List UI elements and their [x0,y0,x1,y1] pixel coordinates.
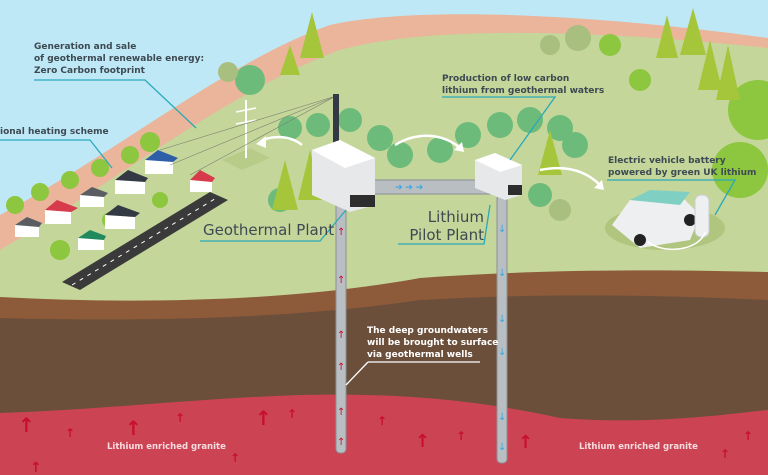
lithium-plant-building [475,153,522,200]
generation-label-line1: Generation and sale [34,42,137,52]
svg-text:↓: ↓ [498,442,506,453]
svg-text:↑: ↑ [720,447,730,461]
svg-text:↑: ↑ [230,451,240,465]
production-label-line1: Production of low carbon [442,74,570,84]
lithium-plant-label-line2: Pilot Plant [409,226,484,244]
production-label-line2: lithium from geothermal waters [442,86,605,96]
svg-text:↑: ↑ [125,416,142,440]
groundwaters-label: The deep groundwaters will be brought to… [367,325,498,361]
svg-text:↑: ↑ [337,275,345,286]
svg-text:↑: ↑ [18,413,35,437]
ev-label-line1: Electric vehicle battery [608,156,726,166]
callout-line-production [442,96,557,161]
chimney-icon [333,94,339,154]
svg-text:↑: ↑ [337,407,345,418]
svg-text:➔ ➔ ➔: ➔ ➔ ➔ [395,183,424,193]
geothermal-plant-building [312,94,375,212]
svg-text:↑: ↑ [337,227,345,238]
callout-line-ev [607,179,737,216]
svg-text:↑: ↑ [175,411,185,425]
granite-label-right: Lithium enriched granite [579,442,698,452]
svg-text:↓: ↓ [498,314,506,325]
generation-label-line3: Zero Carbon footprint [34,66,145,76]
power-pylon-icon [159,95,337,176]
svg-text:↓: ↓ [498,268,506,279]
callout-line-geothermal [200,209,347,242]
ev-label-line2: powered by green UK lithium [608,168,757,178]
production-label: Production of low carbon lithium from ge… [442,73,604,97]
svg-text:↑: ↑ [377,414,387,428]
callout-lines [0,79,737,245]
lithium-plant-label: Lithium Pilot Plant [398,208,484,244]
svg-text:↓: ↓ [498,347,506,358]
cold-water-arrows: ↓ ↓ ↓ ↓ ↓ ↓ [498,224,506,453]
callout-line-lithium [398,204,491,245]
callout-line-heating [0,139,113,169]
granite-layer [0,394,768,475]
svg-text:↓: ↓ [498,412,506,423]
geothermal-plant-label: Geothermal Plant [203,221,335,239]
charging-station-icon [647,194,710,250]
road [62,192,228,290]
lithium-plant-label-line1: Lithium [427,208,484,226]
generation-label-line2: of geothermal renewable energy: [34,54,205,64]
groundwaters-label-line3: via geothermal wells [367,350,473,360]
svg-text:↓: ↓ [498,224,506,235]
groundwaters-label-line1: The deep groundwaters [367,326,488,336]
svg-text:↑: ↑ [337,330,345,341]
trees [6,8,768,260]
groundwaters-label-line2: will be brought to surface [367,338,499,348]
houses [15,150,215,250]
ev-label: Electric vehicle battery powered by gree… [608,155,756,179]
generation-label: Generation and sale of geothermal renewa… [34,41,204,77]
svg-text:↑: ↑ [743,429,753,443]
svg-text:↑: ↑ [337,362,345,373]
flow-arrows [256,134,604,190]
svg-text:↑: ↑ [255,406,272,430]
callout-line-groundwaters-diag [345,361,369,386]
svg-text:↑: ↑ [30,460,42,475]
heat-arrows: ↑ ↑ ↑ ↑ ↑ ↑ ↑ ↑ ↑ ↑ ↑ ↑ ↑ ↑ [18,406,753,475]
svg-text:↑: ↑ [415,431,430,452]
svg-text:↑: ↑ [65,426,75,440]
heating-scheme-label: ional heating scheme [0,127,109,137]
svg-text:↑: ↑ [337,437,345,448]
hot-water-arrows: ↑ ↑ ↑ ↑ ↑ ↑ [337,227,345,448]
svg-text:↑: ↑ [287,407,297,421]
svg-text:↑: ↑ [456,429,466,443]
callout-line-generation [34,79,197,129]
svg-text:↑: ↑ [518,432,533,453]
granite-label-left: Lithium enriched granite [107,442,226,452]
